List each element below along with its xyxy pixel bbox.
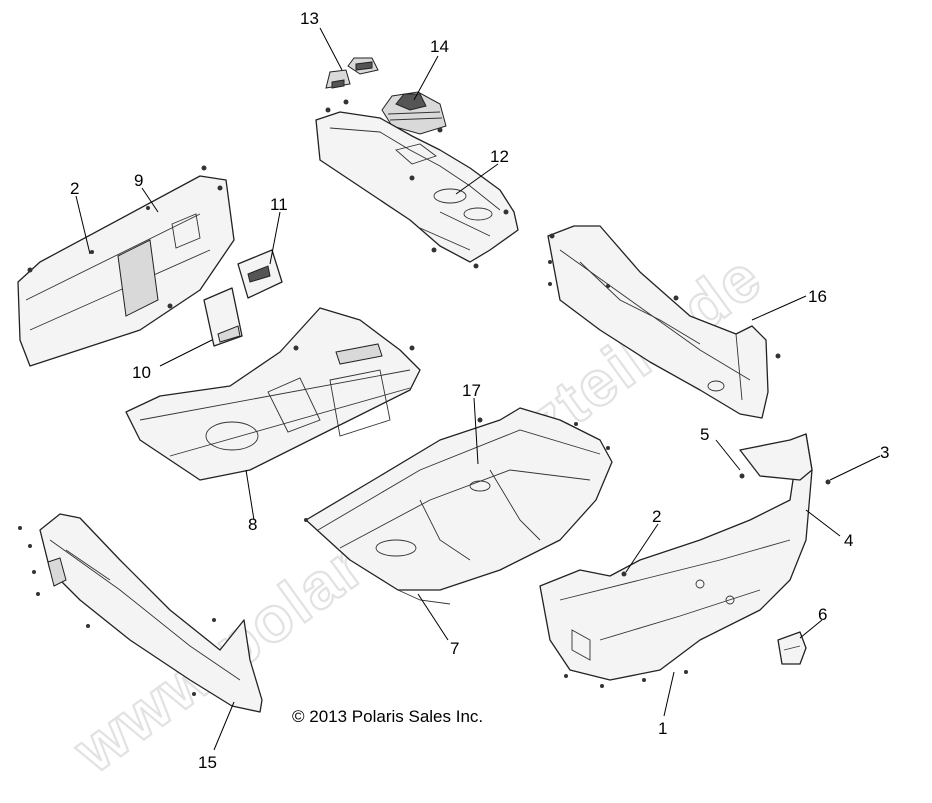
leader-lines [75,27,881,751]
part-11-cover [237,249,283,299]
callout-13: 13 [300,9,319,28]
part-15-left-panel [18,513,263,713]
callout-6: 6 [818,605,827,624]
callout-1: 1 [658,719,667,738]
part-7-floor-tub [304,407,613,605]
callout-17: 17 [462,381,481,400]
callout-15: 15 [198,753,217,772]
callout-12: 12 [490,147,509,166]
callout-7: 7 [450,639,459,658]
part-16-right-panel [547,225,781,419]
part-6-bracket [777,631,807,665]
callout-5: 5 [700,425,709,444]
callout-16: 16 [808,287,827,306]
part-13-boots [325,57,379,89]
callouts: 13 14 12 2 9 11 10 16 17 8 5 3 2 4 6 7 1… [70,9,889,772]
part-1-floor-assembly [539,433,831,688]
part-10-door [203,287,243,347]
callout-3: 3 [880,443,889,462]
callout-8: 8 [248,515,257,534]
callout-4: 4 [844,531,853,550]
part-2-rear-panel [17,165,235,367]
part-8-floor-tray [125,307,421,481]
callout-2-lower: 2 [652,507,661,526]
callout-14: 14 [430,37,449,56]
callout-2-upper: 2 [70,179,79,198]
callout-10: 10 [132,363,151,382]
part-12-center-console [315,99,519,269]
callout-11: 11 [270,195,288,214]
copyright-text: © 2013 Polaris Sales Inc. [292,707,483,726]
callout-9: 9 [134,171,143,190]
